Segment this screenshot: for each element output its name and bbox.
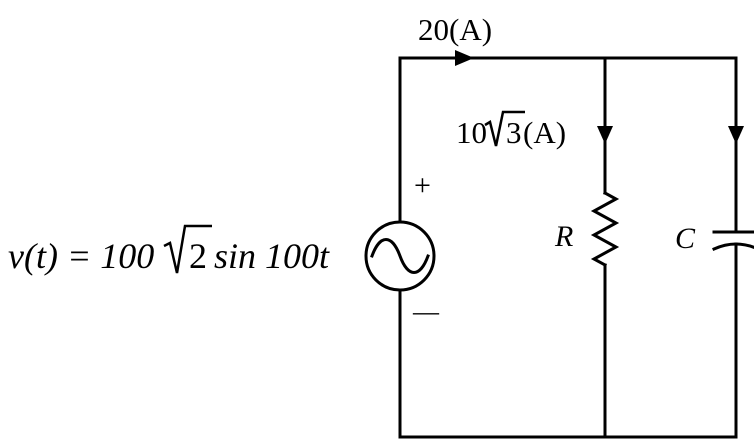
resistor-symbol — [590, 190, 620, 268]
plus-sign: + — [414, 169, 431, 202]
ac-source-circle — [364, 220, 436, 292]
total-current-arrow-icon — [455, 50, 474, 66]
source-equation-rhs: sin 100t — [214, 236, 330, 276]
source-equation-radicand: 2 — [189, 236, 207, 276]
resistor-current-radical — [484, 110, 525, 147]
minus-sign: — — [412, 297, 440, 326]
resistor-current-radicand: 3 — [506, 115, 522, 150]
capacitor-current-arrow-icon — [728, 126, 744, 144]
total-current-label: 20(A) — [418, 12, 492, 47]
resistor-current-unit: (A) — [523, 115, 566, 150]
resistor-current-arrow-icon — [597, 126, 613, 144]
resistor-current-coef: 10 — [456, 115, 487, 150]
sine-wave-icon — [370, 238, 430, 274]
resistor-label: R — [554, 220, 573, 253]
source-equation-lhs: v(t) = 100 — [8, 236, 154, 276]
source-equation-radical — [163, 224, 212, 274]
capacitor-bottom-plate — [712, 242, 754, 251]
capacitor-label: C — [675, 222, 696, 255]
